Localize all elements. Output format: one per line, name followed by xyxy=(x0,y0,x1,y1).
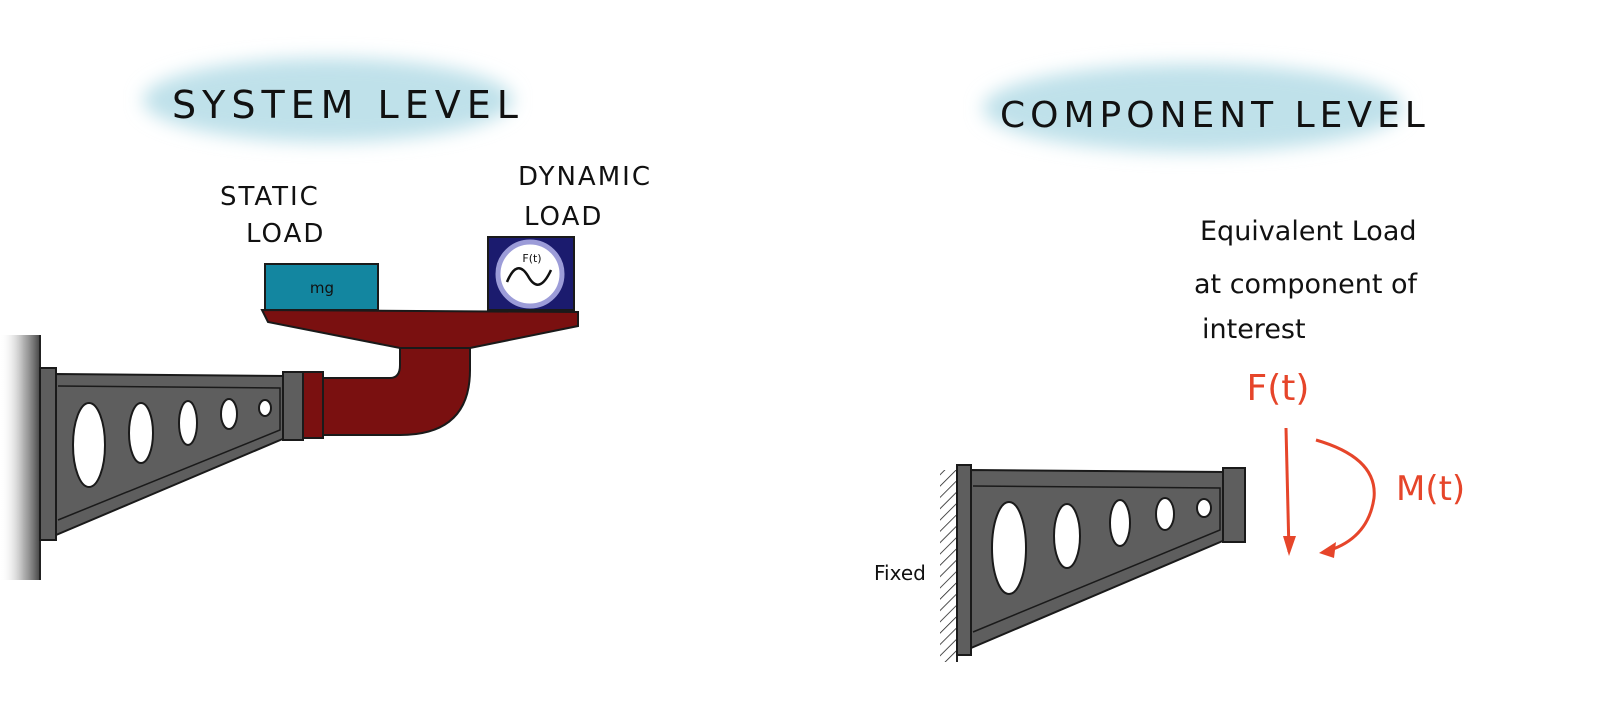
component-inner-rim xyxy=(972,485,1221,633)
adapter-elbow xyxy=(322,333,471,436)
moment-arrow: M(t) xyxy=(1315,438,1465,558)
sine-wave-icon xyxy=(505,267,553,286)
static-box-label: mg xyxy=(310,279,334,297)
bracket-inner-rim xyxy=(57,385,281,521)
component-hole-4 xyxy=(1155,497,1175,531)
component-bracket xyxy=(956,464,1246,656)
force-arrow: F(t) xyxy=(1247,368,1310,556)
dynamic-load-label-line2: LOAD xyxy=(524,202,603,232)
component-hole-5 xyxy=(1196,498,1212,518)
bracket-base-plate xyxy=(39,367,57,541)
dynamic-load-dial xyxy=(495,239,565,309)
system-level-panel: SYSTEM LEVEL mg STATIC LOAD xyxy=(0,58,652,580)
force-arrow-head xyxy=(1283,536,1296,556)
component-tip-plate xyxy=(1222,467,1246,543)
adapter-collar xyxy=(302,371,324,439)
component-hole-3 xyxy=(1109,499,1131,547)
system-level-title: SYSTEM LEVEL xyxy=(172,83,524,127)
adapter-platform xyxy=(260,308,579,349)
dynamic-load: F(t) DYNAMIC LOAD xyxy=(487,162,652,311)
moment-arrow-arc xyxy=(1315,438,1376,554)
fixed-support-hatch xyxy=(940,470,957,662)
static-load-box xyxy=(264,263,379,311)
bracket-hole-2 xyxy=(128,402,154,464)
equivalent-note-line2: at component of xyxy=(1194,269,1419,300)
component-title-cloud xyxy=(983,64,1403,152)
moment-arrow-head xyxy=(1319,542,1336,558)
force-label: F(t) xyxy=(1247,368,1310,409)
static-load-label-line1: STATIC xyxy=(220,182,320,212)
bracket-hole-5 xyxy=(258,399,272,417)
wall-shadow xyxy=(0,335,40,580)
bracket-tip-plate xyxy=(282,371,304,441)
fixed-label: Fixed xyxy=(874,561,926,585)
equivalent-note-line3: interest xyxy=(1202,314,1306,345)
equivalent-note-line1: Equivalent Load xyxy=(1200,216,1417,247)
system-bracket xyxy=(39,367,304,541)
component-hole-1 xyxy=(991,501,1027,595)
component-level-panel: COMPONENT LEVEL Equivalent Load at compo… xyxy=(874,64,1465,662)
red-adapter xyxy=(260,308,579,439)
bracket-hole-3 xyxy=(178,400,198,446)
dynamic-box-label: F(t) xyxy=(522,252,541,265)
dynamic-load-label-line1: DYNAMIC xyxy=(518,162,652,192)
moment-label: M(t) xyxy=(1396,469,1465,509)
bracket-hole-1 xyxy=(72,402,106,488)
static-load-label-line2: LOAD xyxy=(246,219,325,249)
component-level-title: COMPONENT LEVEL xyxy=(1000,95,1430,136)
system-title-cloud xyxy=(143,58,513,142)
static-load: mg STATIC LOAD xyxy=(220,182,379,311)
bracket-hole-4 xyxy=(220,398,238,430)
component-base-plate xyxy=(956,464,972,656)
force-arrow-shaft xyxy=(1284,427,1291,553)
component-hole-2 xyxy=(1053,503,1081,569)
